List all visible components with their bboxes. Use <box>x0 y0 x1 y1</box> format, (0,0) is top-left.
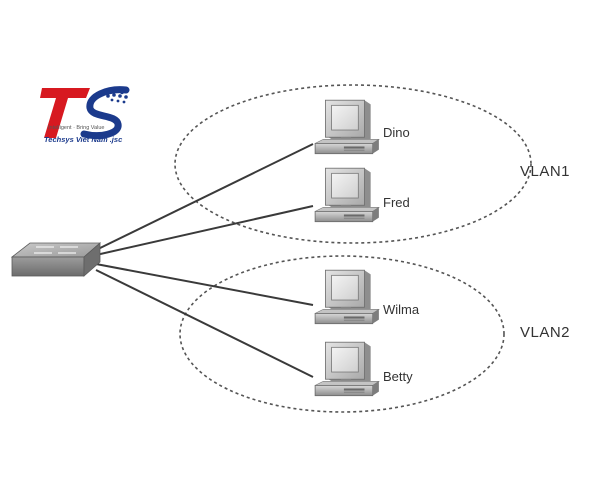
host-label-wilma: Wilma <box>383 302 420 317</box>
computer-icon <box>314 99 380 155</box>
link-wilma <box>95 263 314 306</box>
computer-icon <box>314 269 380 325</box>
company-logo: Intelligent · Bring Value Techsys Viet N… <box>40 86 130 144</box>
vlan-label-1: VLAN1 <box>520 163 570 180</box>
links <box>95 143 314 378</box>
vlan-label-2: VLAN2 <box>520 324 570 341</box>
link-betty <box>95 269 314 378</box>
host-betty[interactable]: Betty <box>314 341 413 397</box>
logo-seven-mark <box>40 88 90 138</box>
vlan2-boundary <box>179 255 505 413</box>
vlan1-boundary <box>174 84 532 244</box>
logo-dots <box>101 87 128 104</box>
logo-company-name: Techsys Viet Nam .jsc <box>44 135 123 144</box>
host-label-dino: Dino <box>383 125 410 140</box>
computer-icon <box>314 341 380 397</box>
link-fred <box>95 205 314 256</box>
logo-tagline: Intelligent · Bring Value <box>48 125 104 131</box>
computer-icon <box>314 167 380 223</box>
link-dino <box>95 143 314 251</box>
logo-s-mark <box>80 86 130 140</box>
host-label-betty: Betty <box>383 369 413 384</box>
host-label-fred: Fred <box>383 195 410 210</box>
switch-icon <box>10 242 102 277</box>
host-wilma[interactable]: Wilma <box>314 269 420 325</box>
host-fred[interactable]: Fred <box>314 167 410 223</box>
host-dino[interactable]: Dino <box>314 99 410 155</box>
